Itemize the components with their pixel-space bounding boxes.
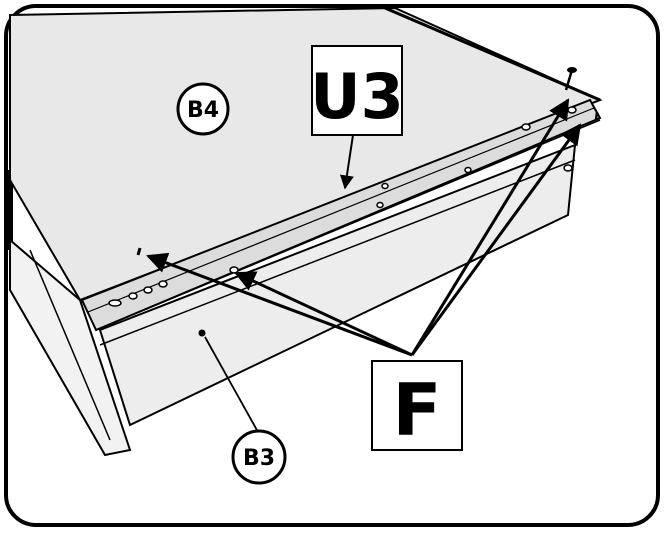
label-f: F (371, 360, 463, 452)
panel-b3 (98, 143, 577, 427)
side-board-edge (29, 249, 111, 441)
label-b4: B4 (176, 82, 230, 136)
pointer-u3 (339, 134, 354, 190)
rail-u3-groove (87, 107, 595, 313)
label-b3-text: B3 (243, 446, 275, 471)
panel-b4-back-edge (384, 6, 601, 102)
label-b3: B3 (231, 429, 287, 485)
panel-b3-top-edge (99, 159, 576, 346)
side-board (9, 237, 132, 457)
frame-edge-mark (5, 170, 13, 250)
label-u3: U3 (310, 45, 404, 136)
pointer-b3 (204, 336, 259, 433)
dowel-dot (198, 329, 206, 337)
label-b4-text: B4 (187, 98, 219, 123)
screw-left (136, 247, 142, 256)
label-f-text: F (392, 368, 441, 452)
screw-right-edge (594, 111, 599, 121)
rail-holes (108, 106, 577, 307)
label-u3-text: U3 (310, 60, 403, 133)
arrows-f (146, 98, 582, 357)
screw-top-right (564, 67, 577, 91)
rail-u3-lower-edge (95, 119, 601, 331)
